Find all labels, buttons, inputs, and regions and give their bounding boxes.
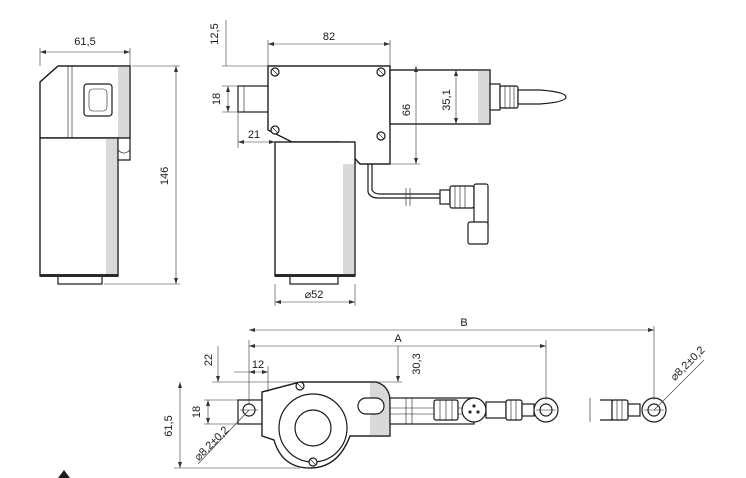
top-view-extended-rod (589, 397, 667, 423)
dim-height-30-3: 30,3 (411, 353, 423, 374)
dim-width-61-5-bottom: 61,5 (163, 415, 175, 436)
dim-height-35-1: 35,1 (441, 89, 453, 110)
dim-label-A: A (394, 333, 402, 345)
dim-length-82: 82 (323, 31, 335, 43)
dim-height-146: 146 (159, 167, 171, 185)
dim-offset-21: 21 (248, 129, 260, 141)
dim-height-18: 18 (211, 93, 223, 105)
front-view-motor-body (274, 141, 356, 277)
side-view-connector-pad (83, 83, 113, 117)
front-view-shaft-stub (237, 85, 271, 113)
front-view-rod-end (499, 85, 519, 109)
front-view-screws (270, 67, 386, 141)
side-view: 61,5 146 (39, 36, 180, 285)
dim-label-B: B (460, 317, 467, 329)
dim-hole-right: ⌀8,2±0,2 (668, 344, 707, 383)
top-view: A B 22 12 30,3 18 61,5 (163, 317, 707, 469)
dim-offset-12: 12 (252, 359, 264, 371)
top-view-motor-circle (278, 393, 348, 463)
top-view-cable-slot (357, 397, 385, 415)
side-view-shading (118, 66, 130, 138)
dim-height-66: 66 (401, 104, 413, 116)
front-view-connector-plug (439, 183, 489, 245)
dim-diameter-52: ⌀52 (305, 289, 324, 301)
dim-width-61-5: 61,5 (74, 36, 95, 48)
dim-offset-22: 22 (203, 354, 215, 366)
top-view-connector (433, 397, 487, 423)
front-view: 82 12,5 18 21 66 35,1 ⌀52 (209, 20, 567, 306)
dim-gap-12-5: 12,5 (209, 23, 221, 44)
front-view-cable (367, 164, 440, 199)
dim-hole-left: ⌀8,2±0,2 (192, 424, 231, 463)
corner-marker (58, 470, 70, 478)
top-view-actuator-tube (389, 397, 475, 425)
dim-height-18-bottom: 18 (191, 406, 203, 418)
side-view-bottom-cap (57, 275, 103, 285)
